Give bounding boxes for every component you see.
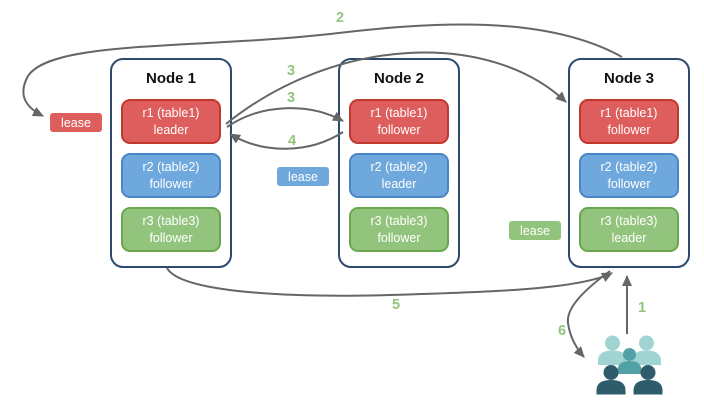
replica-role: leader xyxy=(153,122,189,137)
user-icon xyxy=(632,335,661,365)
replica-label: r1 (table1) xyxy=(600,106,658,121)
replica-label: r3 (table3) xyxy=(370,214,428,229)
node1-replica-r2: r2 (table2) follower xyxy=(121,153,221,198)
step-label-1: 1 xyxy=(637,300,647,316)
node1-replica-r1: r1 (table1) leader xyxy=(121,99,221,144)
user-icon xyxy=(596,365,626,395)
users-group-icon xyxy=(596,335,663,395)
replica-role: leader xyxy=(381,176,417,191)
user-icon xyxy=(617,348,642,374)
replica-role: follower xyxy=(377,230,421,245)
step-label-5: 5 xyxy=(391,297,401,313)
replica-label: r3 (table3) xyxy=(142,214,200,229)
lease-badge-blue: lease xyxy=(276,166,330,187)
arrow-step-4-node2-to-node1 xyxy=(229,131,344,150)
node-title: Node 3 xyxy=(603,70,654,87)
node1-replica-r3: r3 (table3) follower xyxy=(121,207,221,252)
arrow-step-5-node1-to-node3 xyxy=(166,267,613,297)
lease-badge-red: lease xyxy=(49,112,103,133)
step-label-6: 6 xyxy=(557,323,567,339)
replica-label: r2 (table2) xyxy=(370,160,428,175)
replica-role: follower xyxy=(149,230,193,245)
node2-replica-r3: r3 (table3) follower xyxy=(349,207,449,252)
replica-role: follower xyxy=(607,122,651,137)
replica-role: leader xyxy=(611,230,647,245)
node-box-3: Node 3 r1 (table1) follower r2 (table2) … xyxy=(568,58,690,268)
node-box-2: Node 2 r1 (table1) follower r2 (table2) … xyxy=(338,58,460,268)
replica-label: r2 (table2) xyxy=(142,160,200,175)
replica-label: r1 (table1) xyxy=(370,106,428,121)
step-label-2: 2 xyxy=(335,10,345,26)
user-icon xyxy=(633,365,663,395)
node-title: Node 2 xyxy=(373,70,424,87)
step-label-4: 4 xyxy=(287,133,297,149)
step-label-3b: 3 xyxy=(286,90,296,106)
replica-role: follower xyxy=(607,176,651,191)
node-box-1: Node 1 r1 (table1) leader r2 (table2) fo… xyxy=(110,58,232,268)
user-icon xyxy=(598,335,627,365)
node-title: Node 1 xyxy=(145,70,196,87)
lease-badge-green: lease xyxy=(508,220,562,241)
arrow-step-6-node3-to-users xyxy=(566,270,611,358)
step-label-3a: 3 xyxy=(286,63,296,79)
replica-label: r1 (table1) xyxy=(142,106,200,121)
node2-replica-r2: r2 (table2) leader xyxy=(349,153,449,198)
replica-label: r2 (table2) xyxy=(600,160,658,175)
arrow-step-3-node1-to-node2 xyxy=(226,107,344,128)
node3-replica-r3: r3 (table3) leader xyxy=(579,207,679,252)
node2-replica-r1: r1 (table1) follower xyxy=(349,99,449,144)
replica-role: follower xyxy=(377,122,421,137)
replica-label: r3 (table3) xyxy=(600,214,658,229)
node3-replica-r2: r2 (table2) follower xyxy=(579,153,679,198)
node3-replica-r1: r1 (table1) follower xyxy=(579,99,679,144)
replica-role: follower xyxy=(149,176,193,191)
